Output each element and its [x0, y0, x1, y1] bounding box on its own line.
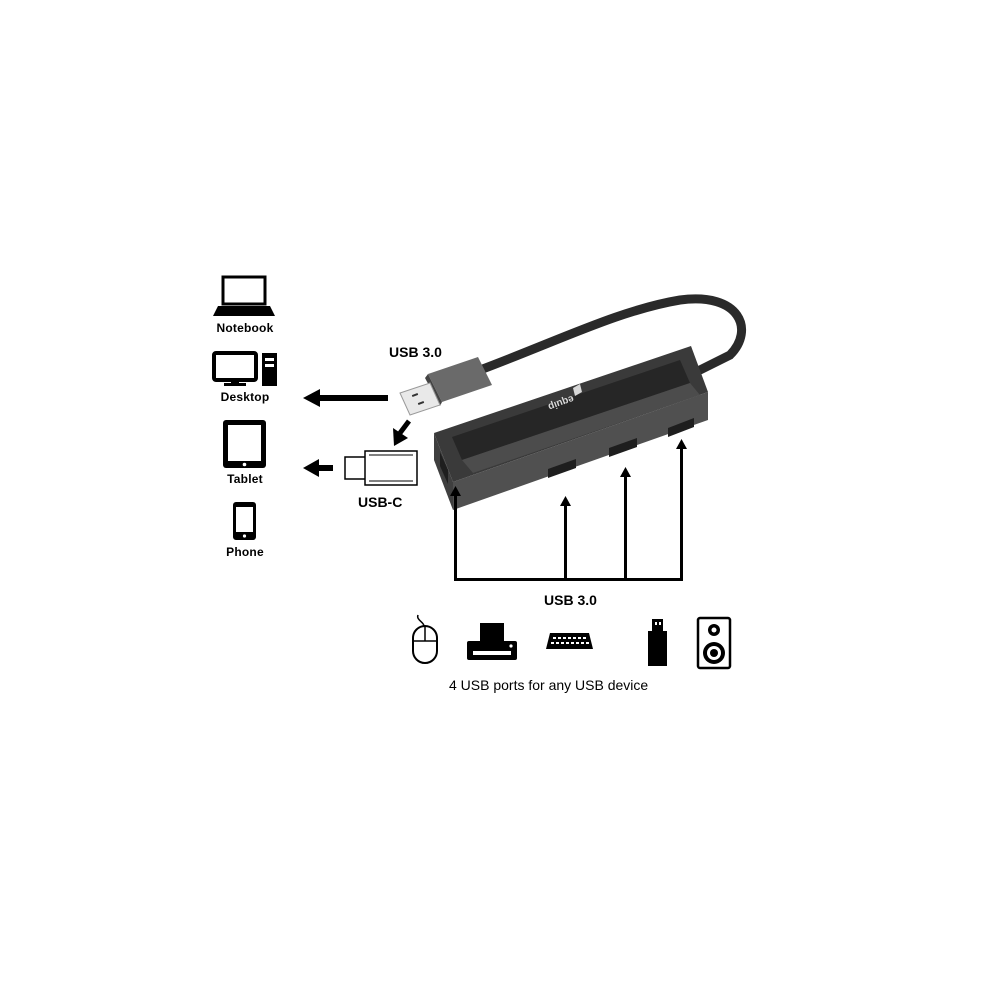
usb-a-plug — [399, 357, 492, 416]
device-label-notebook: Notebook — [216, 321, 274, 335]
desktop-icon — [212, 351, 277, 386]
tablet-icon — [223, 420, 266, 468]
arrow-adapter — [393, 419, 411, 446]
usb-port-3 — [609, 438, 637, 457]
ports-label: USB 3.0 — [544, 592, 597, 608]
arrow-usb-c-to-devices — [303, 459, 333, 477]
usb-port-1 — [440, 452, 448, 484]
port-arrows — [450, 439, 687, 581]
usb-a-label: USB 3.0 — [389, 344, 442, 360]
mouse-icon — [412, 614, 438, 664]
device-label-tablet: Tablet — [227, 472, 263, 486]
usb-port-4 — [668, 418, 694, 437]
arrow-usb-a-to-devices — [303, 389, 388, 407]
ports-caption: 4 USB ports for any USB device — [449, 677, 649, 693]
usb-c-adapter — [344, 450, 418, 486]
usb-hub: equip — [434, 346, 708, 510]
laptop-icon — [213, 275, 275, 316]
printer-icon — [467, 623, 517, 660]
usb-port-2 — [548, 459, 576, 478]
hub-cable — [475, 294, 746, 375]
usb-stick-icon — [648, 619, 667, 666]
device-label-phone: Phone — [226, 545, 264, 559]
device-label-desktop: Desktop — [220, 390, 270, 404]
phone-icon — [233, 502, 256, 540]
keyboard-icon — [546, 633, 593, 649]
speaker-icon — [696, 616, 732, 670]
brand-mark-icon — [573, 384, 582, 396]
usb-c-label: USB-C — [358, 494, 403, 510]
